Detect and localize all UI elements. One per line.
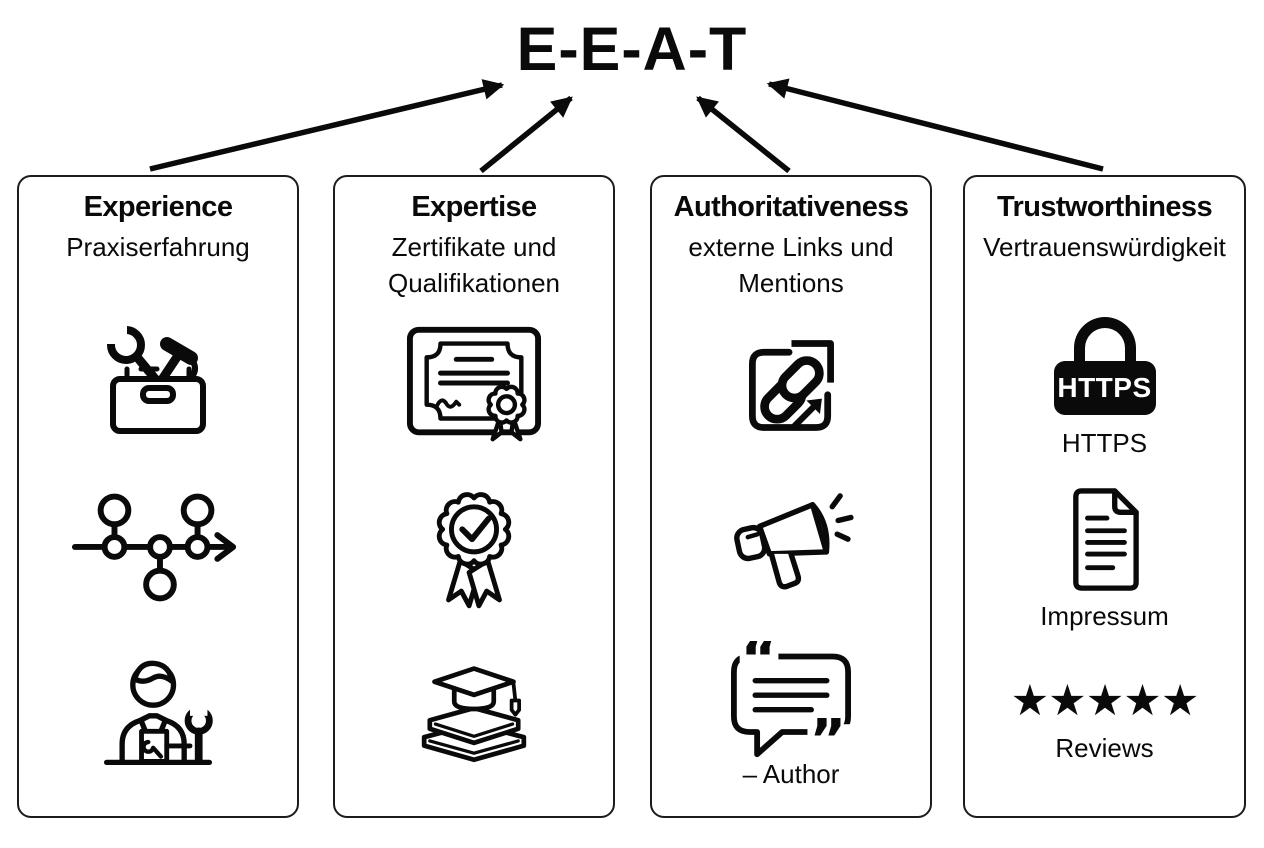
card-subtitle: Praxiserfahrung: [66, 232, 250, 262]
mechanic-icon: [103, 660, 213, 766]
card-title: Trustworthiness: [997, 191, 1213, 223]
card-subtitle: externe Links und Mentions: [688, 232, 894, 298]
padlock-label: HTTPS: [1057, 372, 1152, 403]
toolbox-icon: [103, 320, 206, 434]
arrow-experience: [149, 79, 505, 172]
card-subtitle: Zertifikate und Qualifikationen: [388, 232, 560, 298]
award-badge-icon: [436, 492, 512, 609]
card-subtitle: Vertrauenswürdigkeit: [983, 232, 1226, 262]
padlock-body: HTTPS: [1053, 361, 1156, 415]
certificate-icon: [406, 326, 542, 442]
timeline-icon: [71, 493, 237, 602]
megaphone-icon: [734, 493, 854, 590]
author-caption: – Author: [742, 759, 840, 789]
card-authoritativeness: Authoritativeness externe Links und Ment…: [650, 175, 932, 818]
https-caption: HTTPS: [1061, 428, 1148, 458]
open-quote-glyph: “: [741, 641, 778, 692]
impressum-document-icon: [1072, 488, 1139, 591]
arrow-authoritativeness: [696, 95, 791, 174]
impressum-caption: Impressum: [1040, 601, 1169, 631]
card-title: Experience: [83, 191, 233, 223]
https-padlock-icon: HTTPS: [1053, 317, 1156, 415]
five-stars-icon: ★★★★★: [1010, 677, 1200, 725]
arrow-trustworthiness: [766, 78, 1104, 172]
card-title: Authoritativeness: [673, 191, 909, 223]
external-link-icon: [749, 340, 834, 431]
card-experience: Experience Praxiserfahrung: [17, 175, 299, 818]
card-expertise: Expertise Zertifikate und Qualifikatione…: [333, 175, 615, 818]
reviews-caption: Reviews: [1055, 733, 1154, 763]
card-trustworthiness: Trustworthiness Vertrauenswürdigkeit HTT…: [963, 175, 1246, 818]
card-title: Expertise: [411, 191, 537, 223]
graduation-cap-books-icon: [421, 666, 527, 763]
page-title: E-E-A-T: [516, 15, 748, 83]
quote-bubble-icon: “ ”: [731, 641, 852, 761]
padlock-shackle: [1073, 317, 1136, 367]
close-quote-glyph: ”: [809, 708, 846, 761]
arrow-expertise: [479, 95, 573, 174]
